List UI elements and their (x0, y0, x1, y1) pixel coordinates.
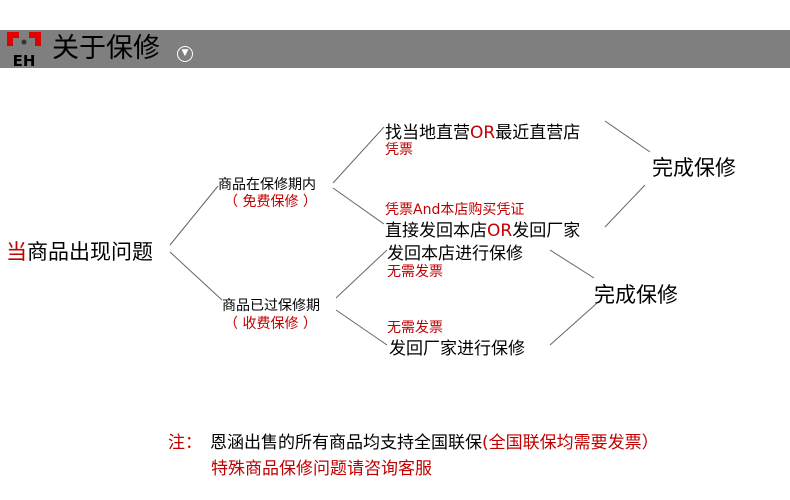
connector-line (169, 251, 223, 301)
connector-line (169, 185, 219, 246)
root-node: 当商品出现问题 (6, 236, 153, 266)
connector-line (335, 309, 388, 346)
connector-line (549, 303, 597, 346)
in-option1-note: 凭票 (385, 142, 413, 158)
in-warranty-result: 完成保修 (652, 156, 736, 180)
in-warranty-sub: （ 免费保修 ） (224, 194, 317, 210)
connector-line (332, 126, 385, 184)
connector-line (335, 249, 388, 299)
svg-text:EH: EH (13, 52, 36, 68)
chevron-down-circle-icon[interactable]: ▼ (177, 46, 193, 62)
in-option2-note: 凭票And本店购买凭证 (385, 202, 525, 218)
connector-line (604, 184, 646, 228)
out-option1-note: 无需发票 (387, 264, 443, 280)
connector-line (332, 187, 385, 225)
out-option2: 发回厂家进行保修 (389, 339, 525, 359)
in-option1: 找当地直营OR最近直营店 (385, 123, 581, 143)
in-option2: 直接发回本店OR发回厂家 (385, 221, 581, 241)
connector-line (604, 120, 651, 153)
root-prefix: 当 (6, 240, 27, 264)
out-option1: 发回本店进行保修 (387, 244, 523, 264)
out-warranty-sub: （ 收费保修 ） (224, 316, 317, 332)
footer-note-line1: 注：恩涵出售的所有商品均支持全国联保(全国联保均需要发票） (168, 433, 659, 453)
brand-logo: EH (7, 32, 41, 68)
out-warranty-result: 完成保修 (594, 283, 678, 307)
footer-note-line2: 特殊商品保修问题请咨询客服 (211, 459, 432, 479)
root-text: 商品出现问题 (27, 240, 153, 264)
connector-line (549, 249, 595, 279)
out-warranty-label: 商品已过保修期 (222, 298, 320, 314)
page-title: 关于保修 (52, 33, 160, 64)
in-warranty-label: 商品在保修期内 (218, 177, 316, 193)
out-option2-note: 无需发票 (387, 320, 443, 336)
header-bar (0, 30, 790, 68)
